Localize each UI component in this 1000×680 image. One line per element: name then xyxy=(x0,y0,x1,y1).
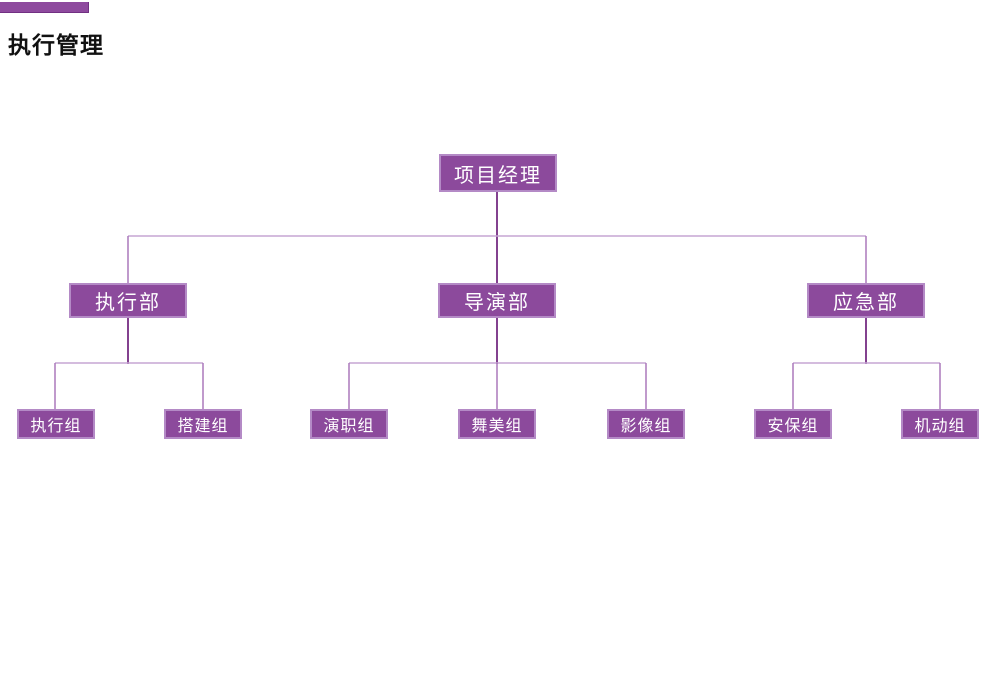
org-node-dept-emergency: 应急部 xyxy=(807,283,925,318)
org-node-dept-execution: 执行部 xyxy=(69,283,187,318)
org-node-team-mobile: 机动组 xyxy=(901,409,979,439)
org-node-team-construction: 搭建组 xyxy=(164,409,242,439)
accent-bar xyxy=(0,2,89,13)
org-node-project-manager: 项目经理 xyxy=(439,154,557,192)
org-node-team-execution: 执行组 xyxy=(17,409,95,439)
page-title: 执行管理 xyxy=(8,32,104,58)
org-node-team-cast: 演职组 xyxy=(310,409,388,439)
org-node-team-stage-design: 舞美组 xyxy=(458,409,536,439)
org-node-dept-directing: 导演部 xyxy=(438,283,556,318)
org-node-team-video: 影像组 xyxy=(607,409,685,439)
org-node-team-security: 安保组 xyxy=(754,409,832,439)
